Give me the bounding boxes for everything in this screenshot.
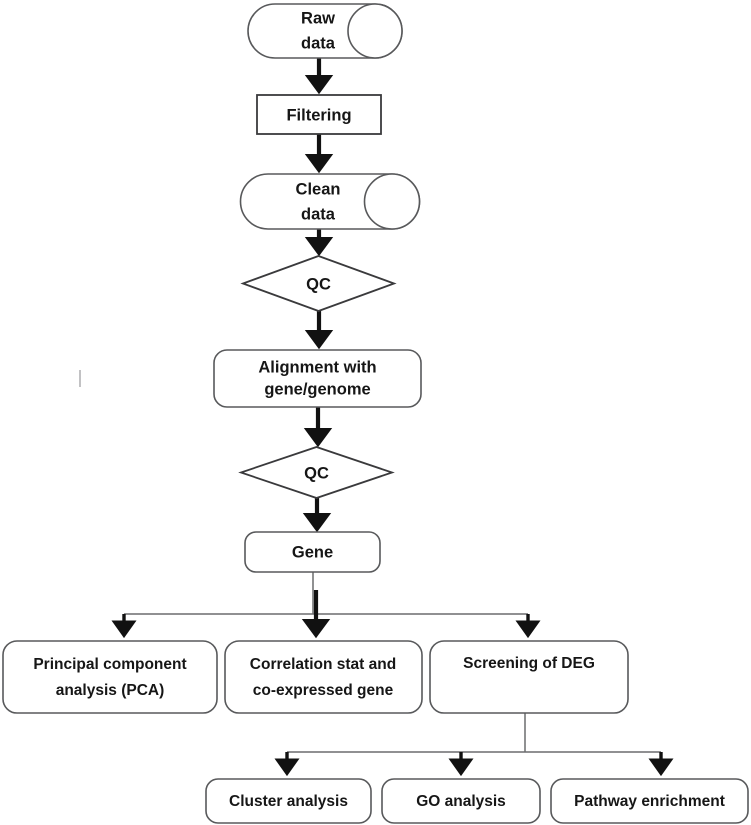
node-clean-data[interactable]: Clean data	[239, 173, 421, 230]
node-correlation[interactable]: Correlation stat and co-expressed gene	[224, 640, 423, 714]
clean-data-label-line1: Clean	[296, 180, 341, 198]
connector-layer	[79, 58, 674, 777]
pca-rect	[2, 640, 218, 714]
clean-data-label-line2: data	[301, 205, 336, 223]
qc-2-diamond	[238, 446, 395, 499]
node-cluster[interactable]: Cluster analysis	[205, 778, 372, 824]
alignment-label-line2: gene/genome	[264, 380, 370, 398]
raw-data-label-line2: data	[301, 34, 336, 52]
filtering-rect	[256, 94, 382, 135]
node-go[interactable]: GO analysis	[381, 778, 541, 824]
go-rect	[381, 778, 541, 824]
alignment-rect	[213, 349, 422, 408]
clean-data-cylinder-cap	[363, 173, 421, 230]
qc-2-label: QC	[304, 464, 329, 482]
screening-rect	[429, 640, 629, 714]
filtering-label: Filtering	[286, 106, 351, 124]
cluster-rect	[205, 778, 372, 824]
screening-label: Screening of DEG	[463, 655, 595, 672]
qc-1-diamond	[240, 255, 397, 312]
raw-data-cylinder-cap	[347, 3, 403, 59]
node-screening[interactable]: Screening of DEG	[429, 640, 629, 714]
alignment-label-line1: Alignment with	[258, 358, 376, 376]
gene-label: Gene	[292, 543, 333, 561]
pathway-rect	[550, 778, 749, 824]
node-qc-1[interactable]: QC	[240, 255, 397, 312]
node-filtering[interactable]: Filtering	[256, 94, 382, 135]
node-pathway[interactable]: Pathway enrichment	[550, 778, 749, 824]
raw-data-label-line1: Raw	[301, 9, 335, 27]
node-pca[interactable]: Principal component analysis (PCA)	[2, 640, 218, 714]
gene-rect	[244, 531, 381, 573]
pca-label-line1: Principal component	[33, 656, 186, 673]
cluster-label: Cluster analysis	[229, 793, 348, 810]
pca-label-line2: analysis (PCA)	[56, 682, 165, 699]
go-label: GO analysis	[416, 793, 506, 810]
correlation-label-line2: co-expressed gene	[253, 682, 394, 699]
node-raw-data[interactable]: Raw data	[247, 3, 403, 59]
node-gene[interactable]: Gene	[244, 531, 381, 573]
node-alignment[interactable]: Alignment with gene/genome	[213, 349, 422, 408]
correlation-rect	[224, 640, 423, 714]
qc-1-label: QC	[306, 275, 331, 293]
pathway-label: Pathway enrichment	[574, 793, 725, 810]
correlation-label-line1: Correlation stat and	[250, 656, 396, 673]
node-qc-2[interactable]: QC	[238, 446, 395, 499]
